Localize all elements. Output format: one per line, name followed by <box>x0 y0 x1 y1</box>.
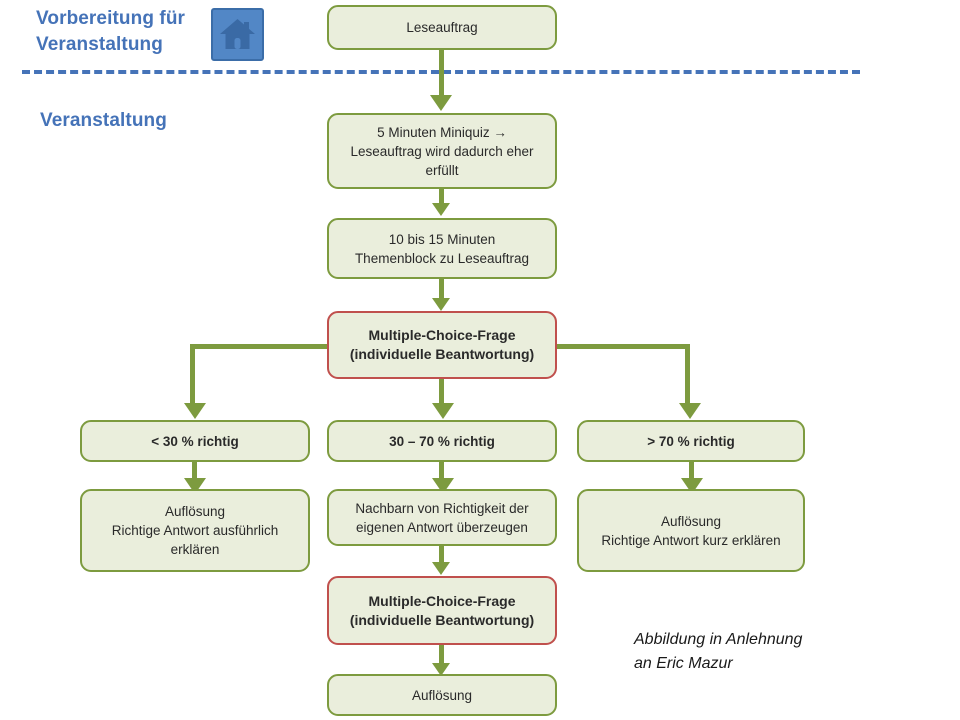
connector-branch-left-horizontal <box>190 344 330 349</box>
connector-miniquiz-to-themenblock <box>439 188 444 205</box>
connector-branch-left-vertical <box>190 344 195 406</box>
heading-event: Veranstaltung <box>40 110 167 131</box>
node-branch-below-30[interactable]: < 30 % richtig <box>80 420 310 462</box>
attribution-text: Abbildung in Anlehnung an Eric Mazur <box>634 631 803 672</box>
arrowhead-themenblock-to-mcfrage <box>432 298 450 311</box>
node-aufloesung-final[interactable]: Auflösung <box>327 674 557 716</box>
connector-branch-right-vertical <box>685 344 690 406</box>
node-result-above-70[interactable]: Auflösung Richtige Antwort kurz erklären <box>577 489 805 572</box>
arrowhead-miniquiz-to-themenblock <box>432 203 450 216</box>
arrowhead-leseauftrag-to-miniquiz <box>430 95 452 111</box>
connector-result-mid-to-mcfrage2 <box>439 545 444 566</box>
node-result-below-30[interactable]: Auflösung Richtige Antwort ausführlich e… <box>80 489 310 572</box>
connector-mid-to-result <box>439 461 444 483</box>
connector-leseauftrag-to-miniquiz <box>439 49 444 97</box>
house-icon <box>211 8 264 61</box>
node-multiple-choice-frage-2[interactable]: Multiple-Choice-Frage (individuelle Bean… <box>327 576 557 645</box>
node-themenblock[interactable]: 10 bis 15 Minuten Themenblock zu Leseauf… <box>327 218 557 279</box>
node-branch-30-to-70[interactable]: 30 – 70 % richtig <box>327 420 557 462</box>
node-multiple-choice-frage-1[interactable]: Multiple-Choice-Frage (individuelle Bean… <box>327 311 557 379</box>
arrowhead-result-mid-to-mcfrage2 <box>432 562 450 575</box>
node-leseauftrag[interactable]: Leseauftrag <box>327 5 557 50</box>
connector-branch-middle-vertical <box>439 378 444 406</box>
connector-mcfrage2-to-aufloesung <box>439 645 444 668</box>
connector-high-to-result <box>689 461 694 483</box>
connector-branch-right-horizontal <box>553 344 690 349</box>
arrowhead-branch-left <box>184 403 206 419</box>
connector-themenblock-to-mcfrage <box>439 278 444 299</box>
connector-low-to-result <box>192 461 197 483</box>
arrowhead-branch-middle <box>432 403 454 419</box>
node-branch-above-70[interactable]: > 70 % richtig <box>577 420 805 462</box>
node-miniquiz[interactable]: 5 Minuten Miniquiz → Leseauftrag wird da… <box>327 113 557 189</box>
heading-preparation: Vorbereitung für Veranstaltung <box>36 8 186 55</box>
arrowhead-branch-right <box>679 403 701 419</box>
arrowhead-mcfrage2-to-aufloesung <box>432 663 450 676</box>
node-result-30-to-70[interactable]: Nachbarn von Richtigkeit der eigenen Ant… <box>327 489 557 546</box>
